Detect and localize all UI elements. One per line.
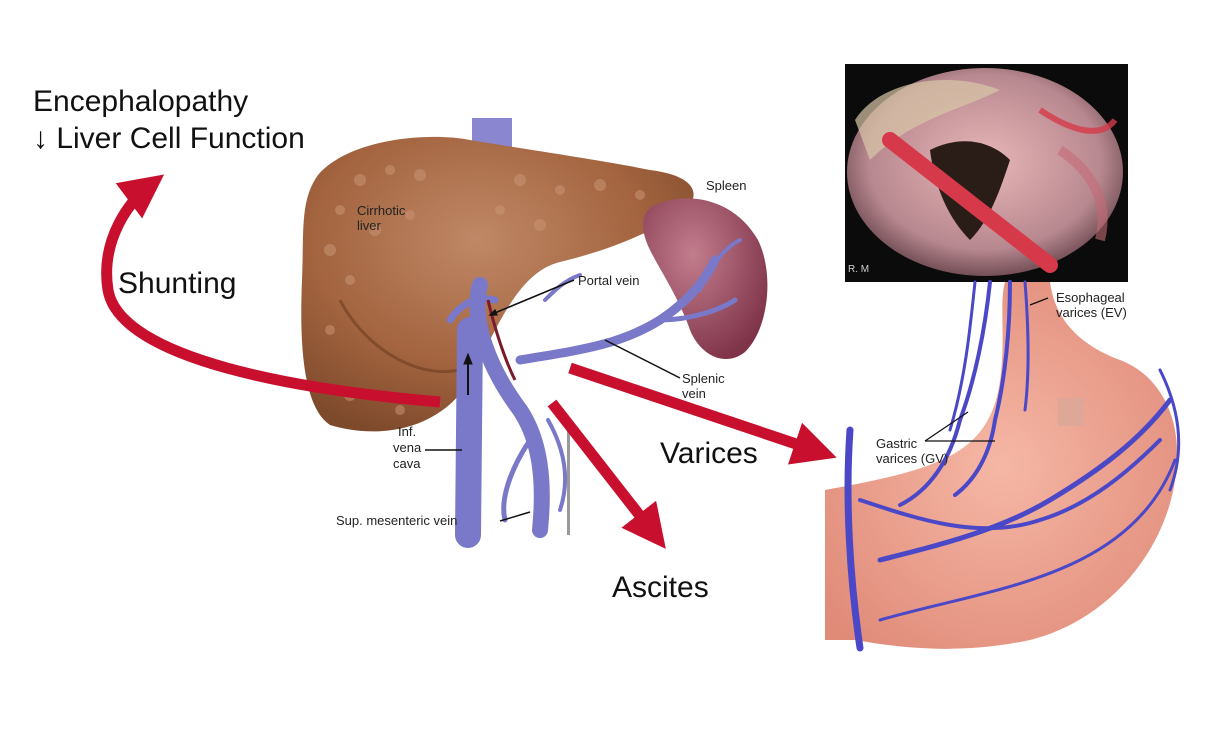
endoscopy-photo: R. M [845, 64, 1128, 282]
varices-arrow [568, 362, 837, 465]
label-spleen: Spleen [706, 178, 746, 193]
label-esophageal-varices-line1: Esophageal [1056, 290, 1125, 305]
portal-venous-system [446, 238, 742, 548]
liver-illustration: Cirrhotic liver Spleen Portal vein Splen… [301, 118, 768, 548]
cirrhotic-liver [301, 136, 694, 432]
label-varices: Varices [660, 437, 758, 470]
label-ivc-line2: vena [393, 440, 422, 455]
stomach [825, 282, 1178, 649]
label-encephalopathy: Encephalopathy [33, 85, 249, 118]
stomach-illustration: Esophageal varices (EV) Gastric varices … [825, 280, 1181, 652]
gastroesophageal-varices [844, 280, 1181, 652]
label-ascites: Ascites [612, 571, 709, 604]
label-shunting: Shunting [118, 267, 237, 300]
shunting-arrow [101, 174, 441, 408]
label-ivc-line3: cava [393, 456, 421, 471]
label-portal-vein: Portal vein [578, 273, 639, 288]
ascites-arrow [547, 399, 666, 549]
label-esophageal-varices-line2: varices (EV) [1056, 305, 1127, 320]
label-cirrhotic-liver-line2: liver [357, 218, 382, 233]
label-ivc-line1: Inf. [398, 424, 416, 439]
label-splenic-vein-line2: vein [682, 386, 706, 401]
label-gastric-varices-line1: Gastric [876, 436, 918, 451]
label-sup-mesenteric-vein: Sup. mesenteric vein [336, 513, 457, 528]
label-liver-cell-function: ↓ Liver Cell Function [33, 122, 305, 155]
photo-credit: R. M [848, 264, 869, 275]
label-gastric-varices-line2: varices (GV) [876, 451, 948, 466]
consequence-arrows [101, 174, 837, 549]
label-splenic-vein-line1: Splenic [682, 371, 725, 386]
label-cirrhotic-liver-line1: Cirrhotic [357, 203, 406, 218]
